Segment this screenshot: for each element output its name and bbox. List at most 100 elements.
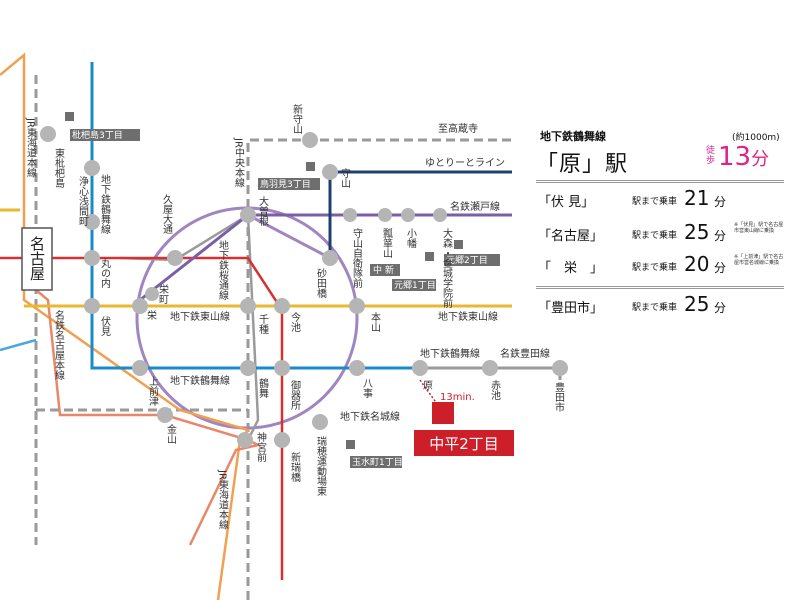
station-kanayama[interactable]: [157, 407, 173, 423]
station-toyotashi[interactable]: [552, 360, 568, 376]
station-hisaya-odori[interactable]: [167, 250, 183, 266]
station-moriyama-jieitai[interactable]: [343, 208, 357, 222]
station-marunouchi[interactable]: [84, 250, 100, 266]
ride-destination: 「名古屋」: [538, 229, 604, 244]
station-mizuho-undojo[interactable]: [312, 414, 328, 430]
label-meijo: 地下鉄名城線: [340, 410, 400, 423]
landmark-marker: [425, 252, 434, 261]
ride-destination: 「伏 見」: [538, 195, 595, 210]
sakuradori-line: [0, 256, 284, 580]
label-fushimi: 伏見: [99, 315, 111, 337]
walk-unit: 分: [751, 149, 770, 170]
label-ozone: 大曽根: [257, 195, 269, 227]
landmark-label-bg: [444, 254, 500, 266]
ride-destination: 「 栄 」: [538, 261, 604, 276]
ride-note: ※「上前津」駅で名古屋市営名城線に乗換: [734, 254, 784, 266]
label-gokiso: 御器所: [289, 379, 301, 411]
station-ozone[interactable]: [240, 207, 256, 223]
ride-minutes: 20: [684, 252, 710, 276]
station-tsurumai[interactable]: [240, 360, 256, 376]
label-sakaemachi: 栄町: [157, 284, 169, 304]
station-hara[interactable]: [412, 360, 428, 376]
landmark-label-bg: [70, 129, 140, 141]
property-marker[interactable]: [432, 402, 454, 424]
station-sengen-cho[interactable]: [84, 214, 100, 230]
ride-row: 「豊田市」 駅まで乗車 25 分: [536, 292, 786, 318]
label-shin-moriyama: 新守山: [291, 103, 303, 134]
station-omori[interactable]: [433, 208, 447, 222]
jr-loop-frame: [34, 75, 512, 600]
label-higashiyama-left: 地下鉄東山線: [170, 310, 230, 323]
landmark-marker: [346, 440, 355, 449]
ride-minutes: 25: [684, 292, 710, 316]
panel-distance: (約1000m): [732, 133, 780, 143]
label-sakae: 栄: [145, 310, 157, 321]
ride-row: 「 栄 」 駅まで乗車 20 分 ※「上前津」駅で名古屋市営名城線に乗換: [536, 252, 786, 278]
label-to-kozoji: 至高蔵寺: [438, 122, 478, 135]
walk-time-label: 13min.: [440, 392, 475, 403]
station-higashi-biwajima[interactable]: [40, 126, 56, 142]
connector-line: [0, 338, 37, 352]
station-shin-moriyama[interactable]: [302, 132, 318, 148]
label-hyotan-yama: 瓢箪山: [381, 227, 393, 258]
landmark-label-bg: [350, 456, 402, 468]
panel-divider: [536, 180, 784, 183]
station-joshin[interactable]: [84, 160, 100, 176]
ride-unit: 分: [714, 301, 727, 315]
station-motoyama[interactable]: [349, 298, 365, 314]
label-tsurumai: 鶴舞: [257, 377, 269, 399]
ride-suffix: 駅まで乗車: [632, 197, 678, 207]
station-sakaemachi[interactable]: [145, 287, 159, 301]
label-motoyama: 本山: [369, 311, 381, 332]
station-yagoto[interactable]: [349, 360, 365, 376]
station-imaike[interactable]: [274, 298, 290, 314]
nagoya-station-box[interactable]: [21, 227, 53, 291]
label-chikusa: 千種: [257, 314, 269, 335]
property-label[interactable]: 中平2丁目: [429, 435, 499, 453]
station-jingumae[interactable]: [237, 432, 253, 448]
landmark-motogo1: 元郷1丁目: [394, 280, 436, 291]
label-mizuho-undojo: 瑞穂運動場東: [315, 436, 327, 497]
landmark-label-bg: [392, 279, 436, 291]
label-moriyama-jieitai: 守山自衛隊前: [351, 227, 363, 289]
station-sakae[interactable]: [132, 298, 148, 314]
panel-divider: [536, 286, 784, 289]
station-moriyama[interactable]: [322, 164, 338, 180]
station-chikusa[interactable]: [240, 298, 256, 314]
landmark-nakashin: 中 新: [373, 264, 394, 276]
station-akaike[interactable]: [482, 360, 498, 376]
label-jingumae: 神宮前: [255, 431, 267, 463]
label-hara: 原: [421, 380, 433, 390]
label-aratama-bashi: 新瑞橋: [289, 451, 301, 483]
landmark-toribami: 鳥羽見3丁目: [260, 178, 311, 190]
landmark-motogo2: 元郷2丁目: [446, 255, 488, 266]
station-hyotan-yama[interactable]: [378, 208, 392, 222]
station-kamimaezu[interactable]: [132, 360, 148, 376]
label-kamimaezu: 上前津: [147, 376, 159, 407]
label-tsurumai-left: 地下鉄鶴舞線: [170, 374, 230, 387]
label-omori: 大森・金城学院前: [441, 227, 453, 309]
label-jr-tokaido-left: JR東海道本線: [25, 117, 37, 178]
station-obata[interactable]: [401, 208, 415, 222]
ride-suffix: 駅まで乗車: [632, 263, 678, 273]
landmark-marker: [65, 112, 74, 121]
label-joshin: 浄心: [77, 175, 89, 196]
panel-station-name: 「原」駅: [536, 152, 629, 177]
station-aratama-bashi[interactable]: [274, 432, 290, 448]
station-fushimi[interactable]: [84, 298, 100, 314]
landmark-label-bg: [258, 178, 320, 190]
label-akaike: 赤池: [489, 380, 501, 400]
ride-minutes: 25: [684, 220, 710, 244]
station-gokiso[interactable]: [274, 360, 290, 376]
label-sunadabashi: 砂田橋: [315, 267, 327, 299]
label-moriyama: 守山: [339, 167, 351, 188]
jr-chuo-line: [119, 212, 260, 441]
station-sunadabashi[interactable]: [322, 250, 338, 266]
label-jr-tokaido-bottom: JR東海道本線: [217, 469, 229, 530]
nagoya-station-label: 名古屋: [28, 236, 46, 281]
panel-line-name: 地下鉄鶴舞線: [540, 130, 606, 143]
property-label-bg: [414, 430, 514, 456]
ride-row: 「名古屋」 駅まで乗車 25 分 ※「伏見」駅で名古屋市営東山線に乗換: [536, 220, 786, 246]
ride-unit: 分: [714, 229, 727, 243]
